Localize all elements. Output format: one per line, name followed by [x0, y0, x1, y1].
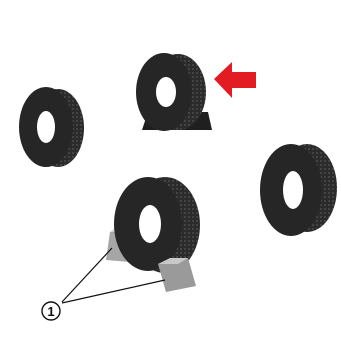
tire-right — [260, 144, 337, 236]
tire-top — [136, 53, 212, 131]
tire-top-hub — [156, 77, 176, 107]
tire-left-hub — [37, 111, 55, 143]
tire-bottom — [106, 177, 200, 292]
callout-1: 1 — [42, 302, 60, 320]
tire-right-hub — [283, 171, 303, 209]
callout-number: 1 — [47, 304, 54, 319]
arrow-left-icon — [214, 62, 256, 98]
tire-left — [19, 87, 84, 167]
tire-bottom-hub — [139, 205, 161, 243]
